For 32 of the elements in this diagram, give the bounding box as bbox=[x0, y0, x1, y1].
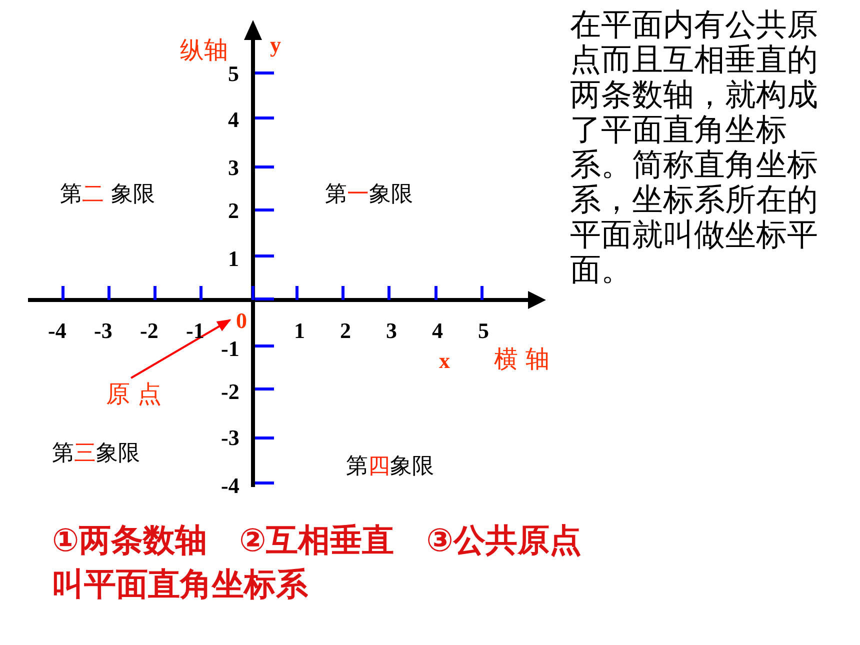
tick-label: 1 bbox=[294, 320, 305, 342]
origin-label: 原 点 bbox=[106, 382, 162, 406]
origin-number: 0 bbox=[236, 310, 247, 332]
axis-letter: y bbox=[270, 34, 281, 56]
tick-label: 4 bbox=[432, 320, 443, 342]
tick-label: -1 bbox=[186, 320, 204, 342]
tick-label: 4 bbox=[228, 109, 239, 131]
summary-text: 叫平面直角坐标系 bbox=[52, 568, 308, 600]
tick-label: -4 bbox=[48, 320, 66, 342]
quadrant-label: 第三象限 bbox=[52, 443, 140, 465]
quadrant-label: 第四象限 bbox=[346, 456, 434, 478]
tick-label: 2 bbox=[228, 200, 239, 222]
tick-label: -3 bbox=[94, 320, 112, 342]
tick-label: 3 bbox=[386, 320, 397, 342]
quadrant-label: 第一象限 bbox=[325, 184, 413, 206]
tick-label: -2 bbox=[140, 320, 158, 342]
tick-label: -1 bbox=[221, 338, 240, 360]
tick-label: 5 bbox=[478, 320, 489, 342]
axis-title: 纵轴 bbox=[180, 38, 228, 62]
tick-label: -4 bbox=[221, 475, 240, 497]
tick-label: -2 bbox=[221, 381, 240, 403]
axis-letter: x bbox=[439, 350, 450, 372]
axis-title: 横 轴 bbox=[494, 347, 550, 371]
summary-text: ①两条数轴 ②互相垂直 ③公共原点 bbox=[52, 524, 582, 556]
tick-label: 5 bbox=[228, 63, 239, 85]
tick-label: 1 bbox=[228, 248, 239, 270]
tick-label: 3 bbox=[228, 157, 239, 179]
leader-line bbox=[130, 319, 232, 379]
tick-label: 2 bbox=[340, 320, 351, 342]
quadrant-label: 第二 象限 bbox=[60, 184, 155, 206]
definition-paragraph: 在平面内有公共原点而且互相垂直的两条数轴，就构成了平面直角坐标系。简称直角坐标系，坐标系所在的平面就叫做坐标平面。 bbox=[570, 8, 819, 288]
tick-label: -3 bbox=[221, 427, 240, 449]
